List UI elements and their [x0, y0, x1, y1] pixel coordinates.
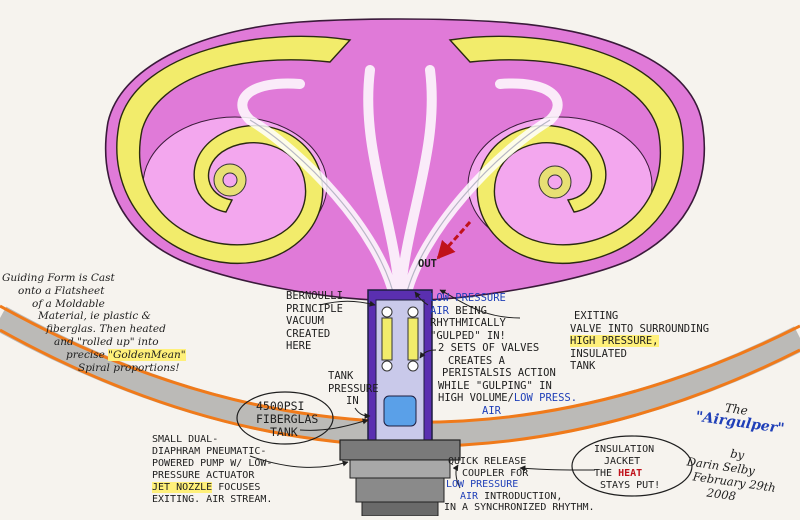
stays-put-line: stays put!	[600, 480, 661, 491]
bernoulli-line: Vacuum	[286, 315, 324, 327]
coupler-line: coupler for	[462, 467, 529, 479]
pump-line: diaphram pneumatic-	[152, 446, 267, 457]
being-word: being	[455, 304, 487, 317]
bernoulli-line: Principle	[286, 302, 343, 315]
fiberglas-tank-note: 4500psi Fiberglas Tank	[256, 400, 318, 439]
tank-pressure-note: Tank Pressure in	[328, 370, 379, 408]
heat-word: HEAT	[618, 468, 643, 479]
gulped-line: "Gulped" in!	[430, 329, 506, 342]
left-golden-spiral	[116, 35, 352, 264]
introduction-word: introduction,	[484, 490, 563, 502]
exiting-line: Insulated	[570, 347, 627, 360]
exiting-valve-note: Exiting Valve into surrounding High Pres…	[570, 310, 709, 373]
insulation-line: Jacket	[604, 456, 641, 467]
tank-pressure-line: Tank	[328, 370, 354, 382]
right-golden-spiral	[448, 35, 684, 264]
exiting-line: Tank	[570, 360, 596, 372]
high-pressure-highlight: High Pressure,	[570, 335, 659, 347]
low-pressure-air-note: Low Pressure Air being Rhythmically "Gul…	[430, 292, 506, 342]
coupler-air-word: Air	[460, 490, 479, 502]
low-press-word: Low Press.	[513, 392, 578, 404]
tank-word: Tank	[270, 425, 298, 439]
pump-line: powered pump w/ low-	[152, 458, 273, 469]
pump-stem	[367, 289, 433, 449]
tank-material: Fiberglas	[256, 412, 319, 426]
out-label: OUT	[418, 258, 437, 270]
insulation-line: Insulation	[594, 444, 655, 455]
valves-line: creates a	[448, 354, 505, 367]
bernoulli-line: here	[286, 340, 312, 352]
exiting-line: Exiting	[574, 310, 619, 322]
guiding-form-precise: precise	[66, 348, 105, 361]
pump-line: exiting. Air stream.	[152, 494, 273, 505]
coupler-line: in a synchronized rhythm.	[444, 502, 595, 513]
valves-line: Peristalsis Action	[442, 367, 556, 379]
guiding-form-line: fiberglas. Then heated	[46, 323, 166, 336]
golden-mean-highlight: "GoldenMean"	[108, 348, 186, 361]
insulation-jacket-note: Insulation Jacket The HEAT stays put!	[594, 444, 660, 492]
valves-air-word: Air	[482, 404, 501, 417]
pump-line: Small dual-	[152, 434, 219, 445]
tank-pressure-line: Pressure	[328, 382, 379, 395]
quick-release-note: Quick Release coupler for Low Pressure A…	[444, 456, 595, 514]
exiting-line: Valve into surrounding	[570, 322, 710, 335]
jet-nozzle-highlight: Jet Nozzle	[152, 482, 213, 493]
bernoulli-note: Bernoulli Principle Vacuum created here	[286, 290, 343, 353]
valves-line: while "Gulping" in	[438, 379, 552, 392]
low-pressure-line: Low Pressure	[430, 292, 506, 304]
guiding-form-line: Material, ie plastic &	[38, 310, 151, 323]
focuses-word: focuses	[218, 482, 261, 493]
valves-note: 2 sets of Valves creates a Peristalsis A…	[438, 342, 577, 417]
guiding-form-line: Spiral proportions!	[78, 361, 180, 374]
coupler-low-pressure: Low Pressure	[446, 479, 519, 490]
bernoulli-line: Bernoulli	[286, 290, 343, 302]
tank-pressure-line: in	[346, 395, 359, 407]
guiding-form-line: Guiding Form is Cast	[2, 272, 115, 284]
guiding-form-line: and "rolled up" into	[54, 335, 159, 348]
quick-release-coupler	[339, 439, 461, 517]
the-word: The	[594, 468, 613, 479]
tank-psi: 4500psi	[256, 399, 305, 413]
high-volume-word: High Volume/	[438, 392, 514, 404]
valves-line: 2 sets of Valves	[438, 342, 540, 354]
bernoulli-line: created	[286, 327, 331, 340]
small-dual-pump-note: Small dual- diaphram pneumatic- powered …	[152, 434, 272, 506]
coupler-line: Quick Release	[448, 456, 527, 467]
fiberglas-tank-bubble	[236, 391, 334, 445]
leader-lines	[249, 289, 596, 489]
pump-line: pressure actuator	[152, 470, 255, 481]
rhythmically-line: Rhythmically	[430, 317, 506, 329]
guiding-form-line: of a Moldable	[32, 297, 105, 310]
air-word: Air	[430, 304, 449, 317]
exit-valve-arrow	[436, 221, 472, 260]
insulation-jacket-bubble	[571, 435, 693, 497]
guiding-form-line: onto a Flatsheet	[18, 284, 105, 297]
guiding-form-note: Guiding Form is Cast onto a Flatsheet of…	[2, 272, 186, 374]
